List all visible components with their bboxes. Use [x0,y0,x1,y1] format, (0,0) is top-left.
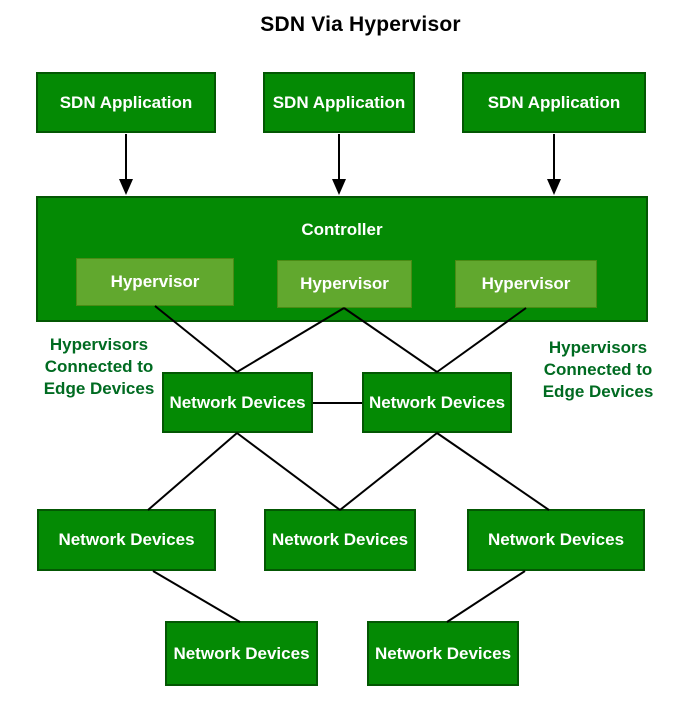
network-devices-label: Network Devices [374,643,512,663]
line-edge2-mid3 [436,432,550,511]
line-edge1-mid2 [236,432,341,511]
bottom-network-devices-box-1: Network Devices [165,621,318,686]
edge-network-devices-box-2: Network Devices [362,372,512,433]
annotation-hypervisors-edge-right: Hypervisors Connected to Edge Devices [522,337,674,403]
hypervisor-label: Hypervisor [481,274,571,293]
annotation-hypervisors-edge-left: Hypervisors Connected to Edge Devices [28,334,170,400]
mid-network-devices-box-3: Network Devices [467,509,645,571]
hypervisor-box-2: Hypervisor [277,260,412,308]
edge-network-devices-box-1: Network Devices [162,372,313,433]
line-mid1-bottom1 [152,570,241,623]
arrowhead-app2 [332,179,346,195]
hypervisor-label: Hypervisor [300,274,389,293]
annotation-line: Hypervisors [548,338,648,357]
sdn-application-label: SDN Application [59,92,193,112]
bottom-network-devices-box-2: Network Devices [367,621,519,686]
annotation-line: Edge Devices [43,379,155,398]
arrowhead-app1 [119,179,133,195]
line-edge1-mid1 [147,432,238,511]
mid-network-devices-box-1: Network Devices [37,509,216,571]
sdn-application-box-2: SDN Application [263,72,415,133]
diagram-title: SDN Via Hypervisor [260,13,461,36]
sdn-application-label: SDN Application [272,92,406,112]
hypervisor-box-3: Hypervisor [455,260,597,308]
network-devices-label: Network Devices [487,530,625,549]
network-devices-label: Network Devices [169,392,306,412]
annotation-line: Connected to [44,357,154,376]
controller-label: Controller [301,220,383,239]
network-devices-label: Network Devices [368,392,506,412]
annotation-line: Connected to [543,360,653,379]
sdn-application-label: SDN Application [487,92,621,112]
annotation-line: Edge Devices [542,382,654,401]
hypervisor-label: Hypervisor [110,272,200,291]
network-devices-label: Network Devices [58,530,195,549]
network-devices-label: Network Devices [173,643,310,663]
sdn-application-box-1: SDN Application [36,72,216,133]
line-mid3-bottom2 [446,570,526,623]
network-devices-label: Network Devices [271,530,409,549]
mid-network-devices-box-2: Network Devices [264,509,416,571]
line-edge2-mid2 [339,432,438,511]
sdn-application-box-3: SDN Application [462,72,646,133]
hypervisor-box-1: Hypervisor [76,258,234,306]
arrowhead-app3 [547,179,561,195]
annotation-line: Hypervisors [49,335,149,354]
